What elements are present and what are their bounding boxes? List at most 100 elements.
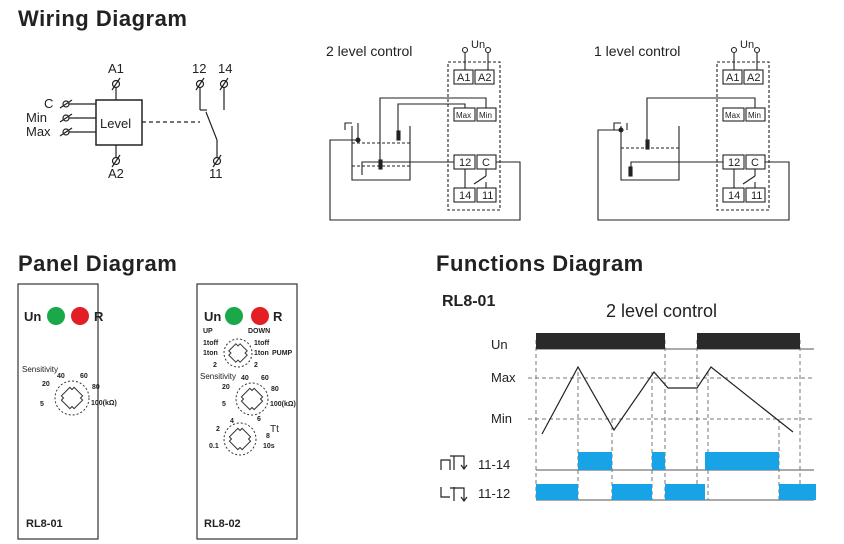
wiring-diagram-title: Wiring Diagram (18, 6, 188, 31)
terminal-a2-label: A2 (108, 166, 124, 181)
panel-02-scale-5: 5 (222, 401, 226, 408)
functions-diagram: RL8-01 2 level control Un Max Min 11-14 … (440, 293, 816, 502)
panel-01-sensitivity-label: Sensitivity (22, 365, 58, 374)
one-level-a2: A2 (747, 72, 760, 84)
row-max-label: Max (491, 370, 516, 385)
relay-11-12-pulse-1 (536, 484, 578, 500)
panel-02-scale-40: 40 (241, 375, 249, 382)
panel-02-tt-knob[interactable] (223, 422, 257, 456)
panel-01-scale-5: 5 (40, 401, 44, 408)
relay-11-14-pulse-1 (578, 452, 612, 470)
panel-01-scale-40: 40 (57, 373, 65, 380)
one-level-14: 14 (728, 190, 740, 202)
input-max-label: Max (26, 124, 51, 139)
relay-11-14-pulse-2 (652, 452, 665, 470)
basic-wiring: A1 A2 Level C Min Max 12 14 11 (26, 61, 232, 181)
one-level-11: 11 (751, 190, 762, 202)
panel-01-scale-100: 100(kΩ) (91, 400, 117, 407)
panel-02-mode-2-right: 2 (254, 362, 258, 369)
panel-02-scale-20: 20 (222, 384, 230, 391)
one-level-c: C (751, 157, 759, 169)
panel-02-down-label: DOWN (248, 328, 270, 335)
panel-01-model: RL8-01 (26, 518, 63, 530)
panel-02-tt-label: Tt (270, 424, 279, 435)
relay-11-12-pulse-3 (665, 484, 705, 500)
functions-title: 2 level control (606, 301, 717, 321)
panel-02-tt-8: 8 (266, 433, 270, 440)
panel-02-tt-01: 0.1 (209, 443, 219, 450)
two-level-a1: A1 (457, 72, 470, 84)
two-level-c: C (482, 157, 490, 169)
two-level-a2: A2 (478, 72, 491, 84)
panel-02-scale-60: 60 (261, 375, 269, 382)
panel-01-scale-20: 20 (42, 381, 50, 388)
panel-02-tt-6: 6 (257, 416, 261, 423)
panel-02-tt-4: 4 (230, 418, 234, 425)
panel-02-mode-knob[interactable] (223, 338, 253, 368)
panel-02-un-led (225, 307, 243, 325)
panel-02-mode-1ton-left: 1ton (203, 350, 218, 357)
panel-02-r-led (251, 307, 269, 325)
row-11-12-label: 11-12 (478, 486, 510, 501)
panel-02-tt-2: 2 (216, 426, 220, 433)
relay-11-12-pulse-4 (779, 484, 816, 500)
relay-11-14-pulse-3 (705, 452, 779, 470)
panel-02-sensitivity-label: Sensitivity (200, 372, 236, 381)
row-11-14-label: 11-14 (478, 457, 510, 472)
one-level-min: Min (748, 111, 761, 120)
two-level-min: Min (479, 111, 492, 120)
contact-no-icon (440, 455, 468, 470)
terminal-11-label: 11 (209, 166, 223, 181)
panel-01-r-label: R (94, 309, 104, 324)
panel-02-tt-10s: 10s (263, 443, 275, 450)
terminal-14 (219, 79, 229, 89)
row-un-label: Un (491, 337, 508, 352)
panel-01-un-led (47, 307, 65, 325)
panel-01-sensitivity-knob[interactable] (54, 380, 90, 416)
panel-01-r-led (71, 307, 89, 325)
one-level-title: 1 level control (594, 43, 680, 59)
panel-02-model: RL8-02 (204, 518, 241, 530)
functions-model: RL8-01 (442, 293, 495, 310)
panel-02-r-label: R (273, 309, 283, 324)
panel-02-mode-1toff-left: 1toff (203, 340, 219, 347)
terminal-11 (212, 156, 222, 166)
panel-rl8-01-frame (17, 283, 99, 540)
panel-01-un-label: Un (24, 309, 41, 324)
two-level-11: 11 (482, 190, 493, 202)
two-level-un-label: Un (471, 39, 485, 51)
relay-11-12-pulse-2 (612, 484, 652, 500)
contact-nc-icon (440, 487, 468, 502)
one-level-un-label: Un (740, 39, 754, 51)
panel-02-pump-label: PUMP (272, 350, 293, 357)
panel-02-mode-2-left: 2 (213, 362, 217, 369)
un-on-bar-1 (536, 333, 665, 349)
un-on-bar-2 (697, 333, 800, 349)
panel-01-scale-80: 80 (92, 384, 100, 391)
two-level-title: 2 level control (326, 43, 412, 59)
functions-diagram-title: Functions Diagram (436, 251, 644, 276)
panel-rl8-01: Un R Sensitivity 40 60 20 80 5 100(kΩ) R… (17, 283, 117, 540)
terminal-a1-label: A1 (108, 61, 124, 76)
one-level-12: 12 (728, 157, 740, 169)
panel-02-sensitivity-knob[interactable] (235, 382, 269, 416)
terminal-14-label: 14 (218, 61, 232, 76)
panel-01-scale-60: 60 (80, 373, 88, 380)
one-level-a1: A1 (726, 72, 739, 84)
input-c-label: C (44, 96, 53, 111)
two-level-14: 14 (459, 190, 471, 202)
panel-rl8-02: Un R UP DOWN 1toff 1ton 2 1toff 1ton 2 P… (196, 283, 298, 540)
one-level-max: Max (725, 111, 740, 120)
one-level-wiring: 1 level control Un A1 A2 Max Min 12 C 14… (594, 39, 790, 221)
panel-diagram-title: Panel Diagram (18, 251, 178, 276)
level-curve (541, 365, 794, 435)
panel-02-un-label: Un (204, 309, 221, 324)
panel-02-mode-1toff-right: 1toff (254, 340, 270, 347)
panel-02-scale-100: 100(kΩ) (270, 401, 296, 408)
level-relay-label: Level (100, 116, 131, 131)
two-level-12: 12 (459, 157, 471, 169)
panel-02-mode-1ton-right: 1ton (254, 350, 269, 357)
terminal-a2 (111, 156, 121, 166)
terminal-12 (195, 79, 205, 89)
